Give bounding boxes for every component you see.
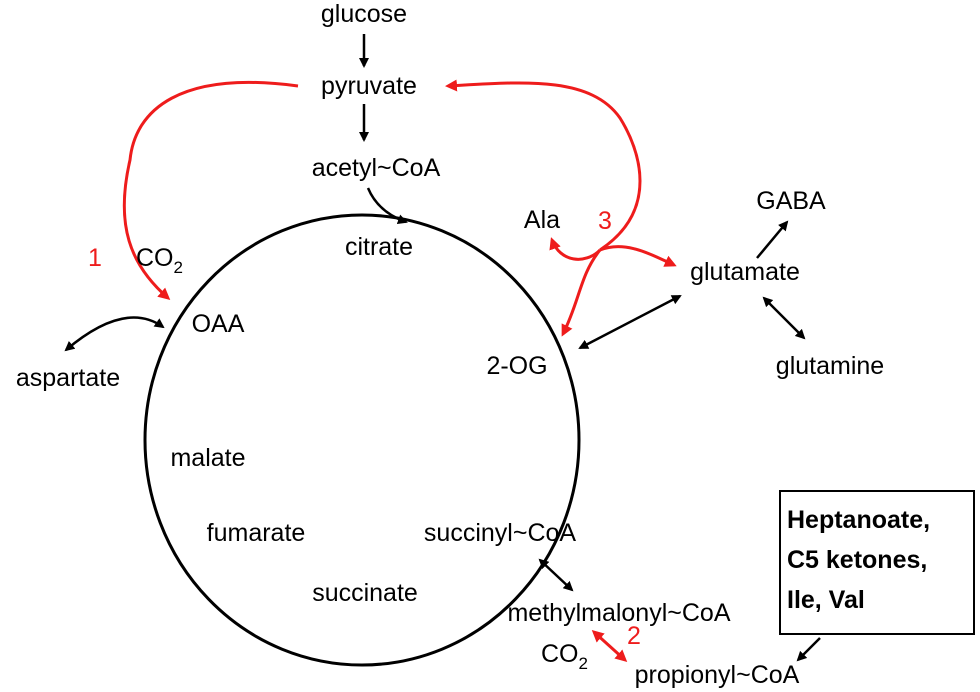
arrow-2og-glutamate <box>578 294 682 350</box>
tca-cycle-circle <box>143 213 581 667</box>
label-methylmalonyl-coa: methylmalonyl~CoA <box>507 599 730 627</box>
label-propionyl-coa: propionyl~CoA <box>635 661 800 689</box>
co2-subscript: 2 <box>579 654 588 673</box>
arrow-box-propionylcoa <box>796 637 821 662</box>
label-glutamate: glutamate <box>690 258 800 286</box>
label-glucose: glucose <box>321 0 407 28</box>
label-ala: Ala <box>524 206 560 234</box>
arrow-to-2og-red <box>561 249 602 337</box>
label-pyruvate: pyruvate <box>321 72 417 100</box>
label-succinate: succinate <box>312 579 418 607</box>
red-arrows <box>122 79 677 663</box>
arrow-to-glutamate-red <box>599 245 677 267</box>
co2-base: CO <box>541 640 579 668</box>
label-glutamine: glutamine <box>776 352 884 380</box>
co2-base: CO <box>136 244 174 272</box>
reaction-number-1: 1 <box>88 244 102 272</box>
label-succinyl-coa: succinyl~CoA <box>424 519 576 547</box>
label-acetyl-coa: acetyl~CoA <box>312 154 441 182</box>
substrate-box: Heptanoate, C5 ketones, Ile, Val <box>779 490 975 635</box>
substrate-box-line-1: Heptanoate, <box>787 506 930 534</box>
substrate-box-line-3: Ile, Val <box>787 586 865 614</box>
label-malate: malate <box>170 444 245 472</box>
black-arrows <box>64 34 821 662</box>
substrate-box-line-2: C5 ketones, <box>787 546 927 574</box>
label-aspartate: aspartate <box>16 364 120 392</box>
label-co2-pyruvate-carboxylase: CO2 <box>136 244 183 277</box>
arrow-acetylcoa-citrate <box>366 187 408 225</box>
co2-subscript: 2 <box>174 258 183 277</box>
label-oaa: OAA <box>192 310 245 338</box>
arrow-to-ala-red <box>549 237 602 261</box>
label-fumarate: fumarate <box>207 519 306 547</box>
arrow-methylmalonyl-propionyl-red <box>591 629 628 663</box>
label-2-og: 2-OG <box>486 352 547 380</box>
reaction-number-2: 2 <box>627 622 641 650</box>
substrate-box-frame <box>779 490 975 635</box>
arrow-pyruvate-oaa-red <box>122 81 299 300</box>
label-gaba: GABA <box>756 187 826 215</box>
reaction-number-3: 3 <box>598 207 612 235</box>
arrow-glutamate-glutamine <box>762 296 806 340</box>
label-citrate: citrate <box>345 233 413 261</box>
label-co2-propionyl-carboxylase: CO2 <box>541 640 588 673</box>
arrow-to-pyruvate-red <box>445 79 642 252</box>
arrow-glutamate-gaba <box>756 220 789 259</box>
arrow-oaa-aspartate <box>64 316 165 352</box>
arrow-succinylcoa-methylmalonylcoa <box>538 558 574 592</box>
